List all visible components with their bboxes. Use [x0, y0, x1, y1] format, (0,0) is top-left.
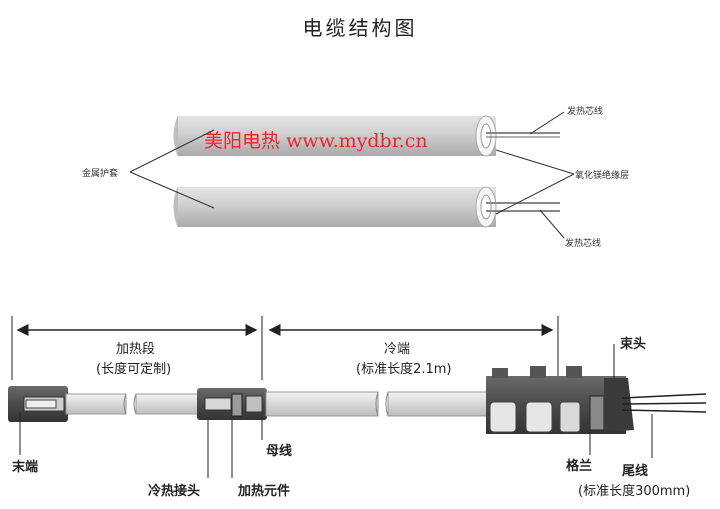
top-leader-lines: [129, 111, 575, 239]
cold-hot-joint-part: [197, 388, 267, 420]
gland-assembly: [486, 366, 634, 434]
top-cable-1: [173, 115, 560, 157]
bus-wire-label: 母线: [266, 444, 293, 459]
cold-end-tube: [265, 391, 493, 417]
sheath-label: 金属护套: [82, 169, 119, 179]
heating-tube: [65, 393, 199, 415]
heating-element-label: 加热元件: [238, 484, 291, 499]
flange-label: 格兰: [566, 459, 593, 474]
cold-end-note: (标准长度2.1m): [356, 362, 452, 377]
diagram-title: 电缆结构图: [302, 16, 418, 40]
cold-hot-joint-label: 冷热接头: [148, 484, 201, 499]
tail-wire-label: 尾线: [622, 464, 649, 479]
bundle-head-label: 束头: [620, 337, 647, 352]
heating-section-note: (长度可定制): [96, 362, 172, 377]
bottom-leader-lines: [19, 344, 653, 478]
dimension-arrows: [11, 316, 559, 380]
watermark: 美阳电热 www.mydbr.cn: [204, 130, 428, 152]
end-cap: [8, 386, 68, 422]
end-cap-label: 末端: [12, 460, 39, 475]
core-label-bottom: 发热芯线: [565, 239, 602, 249]
core-label-top: 发热芯线: [567, 107, 604, 117]
cold-end-label: 冷端: [384, 342, 411, 357]
heating-section-label: 加热段: [116, 342, 156, 357]
top-cable-2: [173, 186, 560, 228]
insulation-label: 氧化镁绝缘层: [575, 171, 630, 181]
tail-wire-note: (标准长度300mm): [578, 484, 691, 499]
tail-wires: [621, 393, 707, 413]
